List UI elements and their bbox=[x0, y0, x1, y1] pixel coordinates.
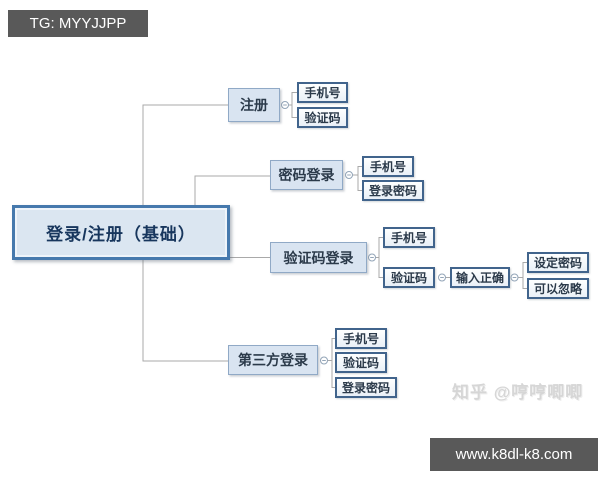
node-input-correct: 输入正确 bbox=[450, 267, 510, 288]
leaf-phone-number: 手机号 bbox=[335, 328, 387, 349]
branch-password-login: 密码登录 bbox=[270, 160, 343, 190]
watermark-text: 知乎 @哼哼唧唧 bbox=[452, 383, 584, 402]
leaf-phone-number: 手机号 bbox=[383, 227, 435, 248]
tree-links bbox=[142, 92, 527, 388]
branch-register: 注册 bbox=[228, 88, 280, 122]
root-node-login-register: 登录/注册（基础） bbox=[12, 205, 230, 260]
leaf-can-skip: 可以忽略 bbox=[527, 278, 589, 299]
website-badge: www.k8dl-k8.com bbox=[430, 438, 598, 471]
leaf-phone-number: 手机号 bbox=[297, 82, 348, 103]
leaf-verification-code: 验证码 bbox=[297, 107, 348, 128]
leaf-login-password: 登录密码 bbox=[362, 180, 424, 201]
leaf-verification-code: 验证码 bbox=[383, 267, 435, 288]
collapse-toggle-icons bbox=[281, 101, 519, 365]
leaf-phone-number: 手机号 bbox=[362, 156, 414, 177]
branch-third-party-login: 第三方登录 bbox=[228, 345, 318, 375]
leaf-login-password: 登录密码 bbox=[335, 377, 397, 398]
branch-code-login: 验证码登录 bbox=[270, 242, 367, 273]
leaf-verification-code: 验证码 bbox=[335, 352, 387, 373]
telegram-badge: TG: MYYJJPP bbox=[8, 10, 148, 37]
leaf-set-password: 设定密码 bbox=[527, 252, 589, 273]
